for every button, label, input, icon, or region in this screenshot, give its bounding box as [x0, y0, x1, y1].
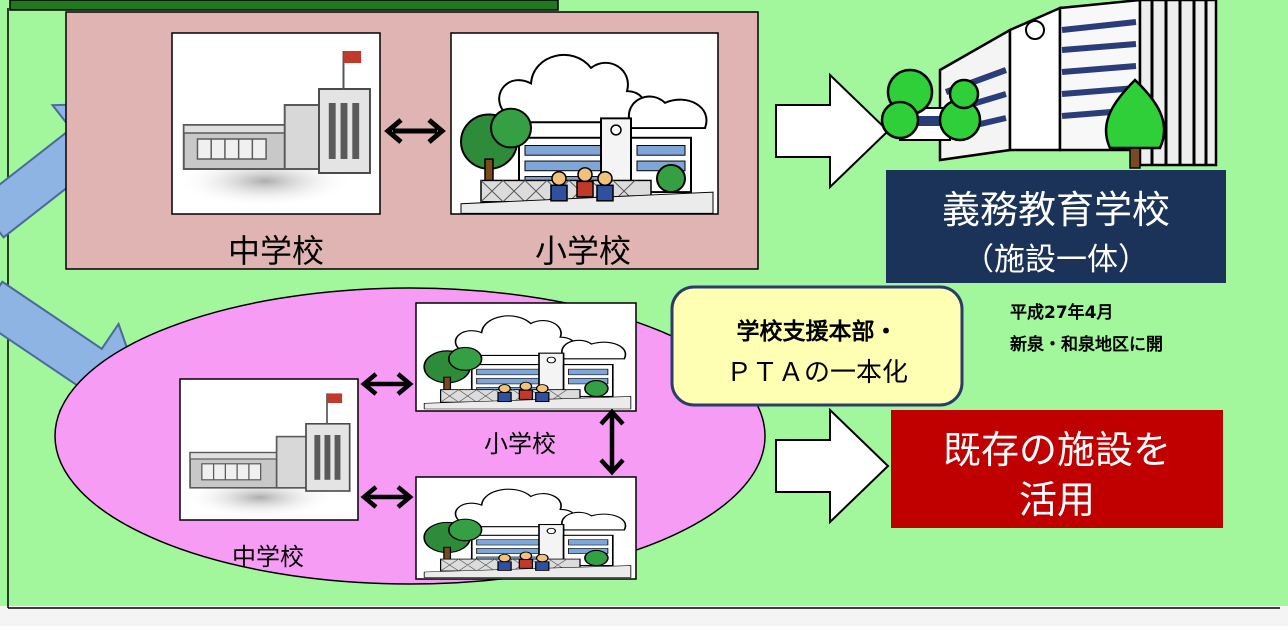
bottom-strip	[0, 606, 1288, 626]
elementary-image-bottom-2	[415, 476, 637, 580]
double-arrow-vertical-link	[599, 408, 625, 476]
elementary-image-top	[450, 32, 719, 215]
bottom-group-ellipse	[54, 287, 766, 585]
support-unification-box	[670, 285, 964, 407]
junior-high-image-bottom	[179, 378, 359, 521]
compulsory-school-building-image	[880, 0, 1218, 169]
double-arrow-lower-link	[360, 485, 414, 509]
bottom-elementary-label: 小学校	[484, 430, 556, 458]
top-junior-high-label: 中学校	[228, 232, 324, 270]
support-unification-line1: 学校支援本部・	[737, 318, 898, 345]
junior-high-image-top	[171, 32, 381, 215]
compulsory-school-subtitle: （施設一体）	[963, 242, 1149, 278]
opening-note-line1: 平成27年4月	[1010, 302, 1114, 323]
existing-facilities-line2: 活用	[1019, 478, 1095, 522]
double-arrow-top	[384, 118, 446, 144]
existing-facilities-line1: 既存の施設を	[943, 428, 1171, 472]
opening-note-line2: 新泉・和泉地区に開	[1010, 334, 1163, 355]
elementary-image-bottom-1	[415, 302, 637, 412]
compulsory-school-title: 義務教育学校	[942, 188, 1170, 232]
existing-facilities-box	[891, 410, 1223, 528]
double-arrow-upper-link	[360, 372, 414, 396]
compulsory-school-box	[886, 170, 1226, 283]
support-unification-line2: ＰＴＡの一本化	[726, 358, 908, 388]
header-bar	[9, 0, 559, 11]
bottom-junior-high-label: 中学校	[232, 543, 304, 571]
top-elementary-label: 小学校	[535, 232, 631, 270]
